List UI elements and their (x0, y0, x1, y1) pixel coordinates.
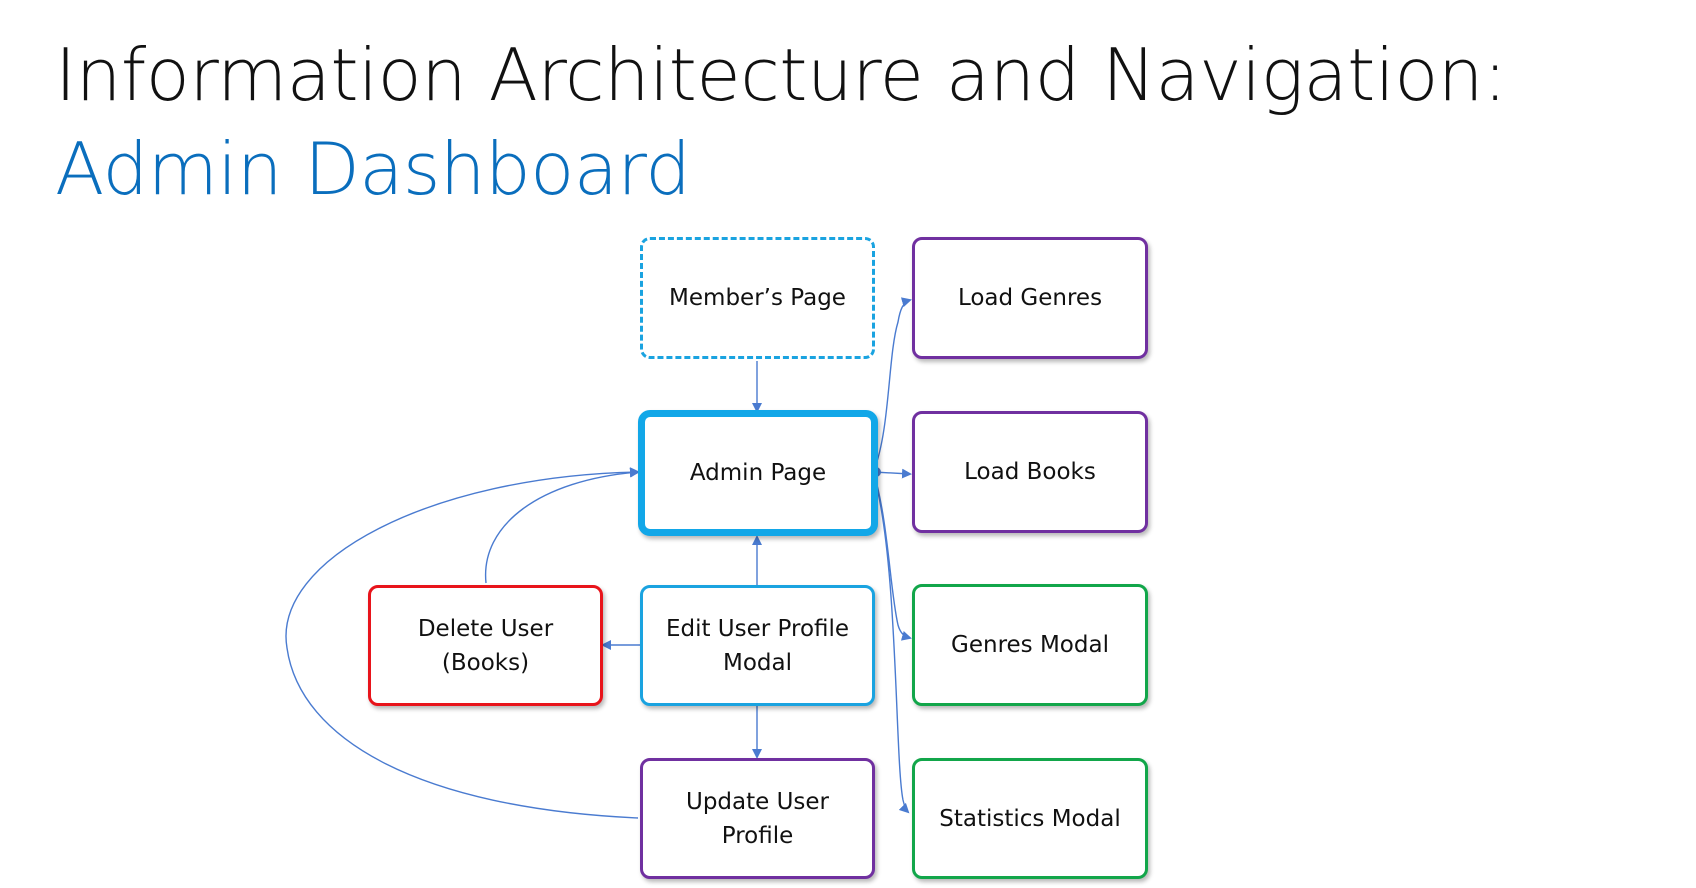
edit-user-profile-modal-label: Edit User Profile Modal (665, 615, 850, 676)
title-line-subtitle: Admin Dashboard (55, 127, 691, 211)
genres-modal-node: Genres Modal (912, 584, 1148, 706)
load-books-label: Load Books (964, 459, 1096, 485)
load-books-node: Load Books (912, 411, 1148, 533)
arrow-admin-to-statistics-modal (873, 475, 910, 814)
edit-user-profile-modal-node: Edit User Profile Modal (640, 585, 875, 706)
members-page-label: Member’s Page (669, 285, 846, 311)
arrow-admin-to-genres-modal (873, 473, 912, 641)
arrow-delete-to-admin (484, 467, 640, 584)
arrow-update-to-admin (285, 467, 640, 819)
slide-title: Information Architecture and Navigation:… (55, 28, 1507, 216)
admin-page-node: Admin Page (638, 410, 878, 536)
update-user-profile-node: Update User Profile (640, 758, 875, 879)
statistics-modal-label: Statistics Modal (939, 805, 1121, 832)
members-page-node: Member’s Page (640, 237, 875, 359)
load-genres-label: Load Genres (957, 285, 1103, 311)
delete-user-books-node: Delete User (Books) (368, 585, 603, 706)
statistics-modal-node: Statistics Modal (912, 758, 1148, 879)
admin-page-label: Admin Page (689, 460, 827, 486)
arrow-admin-to-load-genres (873, 297, 912, 471)
update-user-profile-label: Update User Profile (685, 788, 830, 849)
load-genres-node: Load Genres (912, 237, 1148, 359)
title-line-main: Information Architecture and Navigation: (55, 33, 1507, 117)
genres-modal-label: Genres Modal (951, 632, 1109, 658)
delete-user-books-label: Delete User (Books) (417, 615, 554, 676)
